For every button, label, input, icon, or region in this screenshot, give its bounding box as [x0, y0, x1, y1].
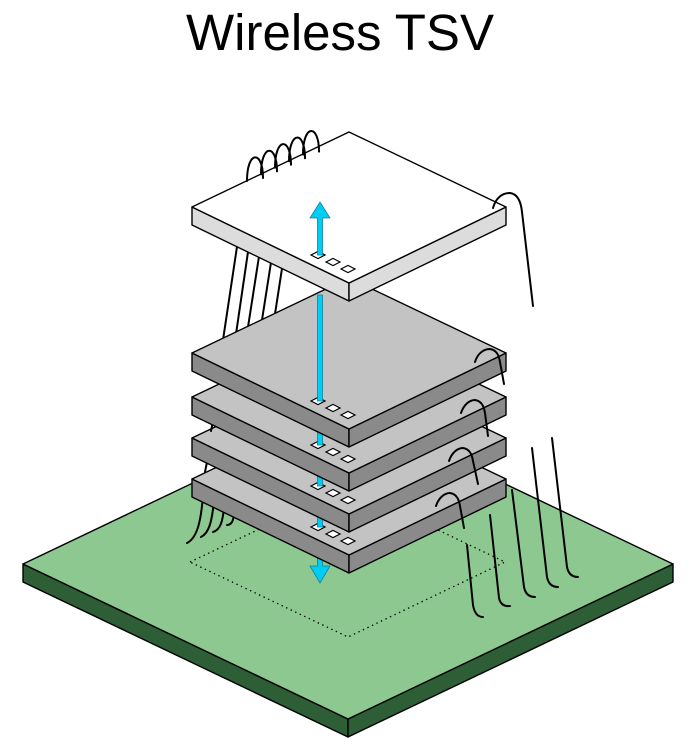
bond-wire-board — [551, 437, 579, 578]
chip-top-face — [191, 131, 507, 284]
bond-wire-loop — [288, 136, 306, 163]
bond-wire-lifted — [274, 261, 284, 315]
bond-wire-chip-3 — [448, 447, 479, 485]
bond-wire-lifted — [235, 244, 250, 335]
bond-wire-chip-1 — [474, 348, 505, 385]
tsv-pad — [339, 410, 357, 420]
signal-arrow-up-icon — [309, 201, 331, 256]
bond-wire-board — [466, 544, 484, 618]
tsv-pad — [339, 264, 357, 274]
bond-wire-lifted-right — [492, 192, 534, 307]
bond-wire-board — [511, 489, 536, 598]
tsv-pad — [339, 536, 357, 546]
bond-wire-loop — [274, 143, 292, 169]
bond-wire-lifted — [222, 239, 239, 341]
diagram-title: Wireless TSV — [186, 4, 494, 61]
bond-wire-loop — [302, 130, 320, 156]
bond-wire-chip-4 — [435, 492, 465, 529]
bond-wire-lifted — [261, 255, 273, 321]
signal-arrow-shaft — [317, 294, 323, 402]
tsv-pad — [324, 403, 342, 413]
chip-top-face — [191, 277, 507, 430]
lifted-chip — [191, 131, 507, 302]
bond-wire-loop — [260, 149, 278, 176]
chip-footprint-outline — [188, 486, 507, 638]
tsv-pad — [324, 447, 342, 457]
tsv-pad — [339, 454, 357, 464]
tsv-pad — [324, 257, 342, 267]
bond-wire-loop — [246, 156, 264, 182]
tsv-pad — [324, 529, 342, 539]
stacked-chip-1 — [191, 277, 507, 448]
bond-wire-lifted — [247, 249, 261, 328]
tsv-pad — [339, 495, 357, 505]
tsv-pad — [324, 488, 342, 498]
bond-wire-chip-2 — [460, 399, 489, 437]
bond-wire-board — [489, 514, 511, 608]
chip-stack-scene — [22, 130, 674, 738]
bond-wire-board — [531, 447, 559, 588]
